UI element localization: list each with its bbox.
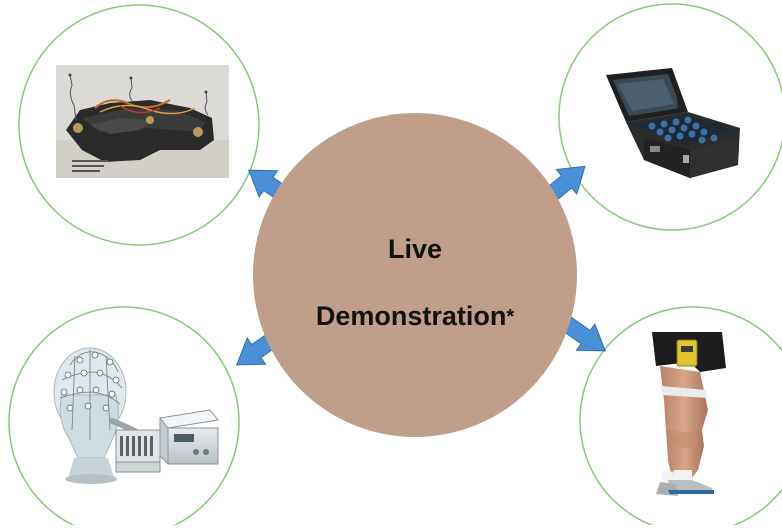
- center-title-line1: Live: [388, 234, 442, 264]
- engine-mount-device-photo: [56, 65, 229, 178]
- center-title-line2: Demonstration*: [316, 301, 515, 331]
- eeg-cap-head-model-photo: [53, 347, 219, 484]
- portable-case-device-photo: [606, 68, 740, 178]
- center-circle: [253, 113, 577, 437]
- leg-wearable-sensor-photo: [652, 332, 726, 496]
- center-title-asterisk: *: [506, 306, 514, 328]
- center-title-word: Demonstration: [316, 301, 507, 331]
